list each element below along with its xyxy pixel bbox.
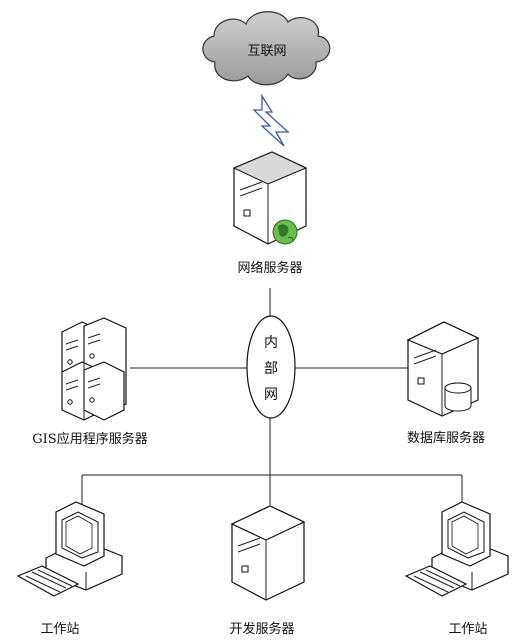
gis-server: GIS应用程序服务器 <box>32 317 148 447</box>
server-tower-icon <box>230 505 306 601</box>
hub-label-char-3: 网 <box>264 387 278 403</box>
workstation-left-label: 工作站 <box>40 622 79 637</box>
hub-label-char-2: 部 <box>264 361 278 377</box>
server-rack-icon <box>61 317 127 421</box>
intranet-hub: 内 部 网 <box>246 315 296 419</box>
web-server-label: 网络服务器 <box>237 260 302 276</box>
workstation-right-label: 工作站 <box>448 622 487 637</box>
lightning-bolt-icon <box>252 93 290 147</box>
database-server-icon <box>406 321 480 417</box>
web-server: 网络服务器 <box>232 151 308 276</box>
connection-lines <box>81 288 463 505</box>
hub-label-char-1: 内 <box>264 335 278 351</box>
db-server: 数据库服务器 <box>406 321 485 446</box>
gis-server-label: GIS应用程序服务器 <box>32 431 147 447</box>
workstation-icon <box>16 501 123 597</box>
workstation-icon <box>404 501 509 597</box>
dev-server-label: 开发服务器 <box>229 621 294 637</box>
workstation-left: 工作站 <box>16 501 123 637</box>
internet-cloud: 互联网 <box>202 11 331 86</box>
dev-server: 开发服务器 <box>229 505 306 637</box>
db-server-label: 数据库服务器 <box>407 430 485 446</box>
cloud-label: 互联网 <box>247 44 286 59</box>
web-server-icon <box>232 151 308 245</box>
workstation-right: 工作站 <box>404 501 509 637</box>
cloud-icon <box>202 11 331 86</box>
